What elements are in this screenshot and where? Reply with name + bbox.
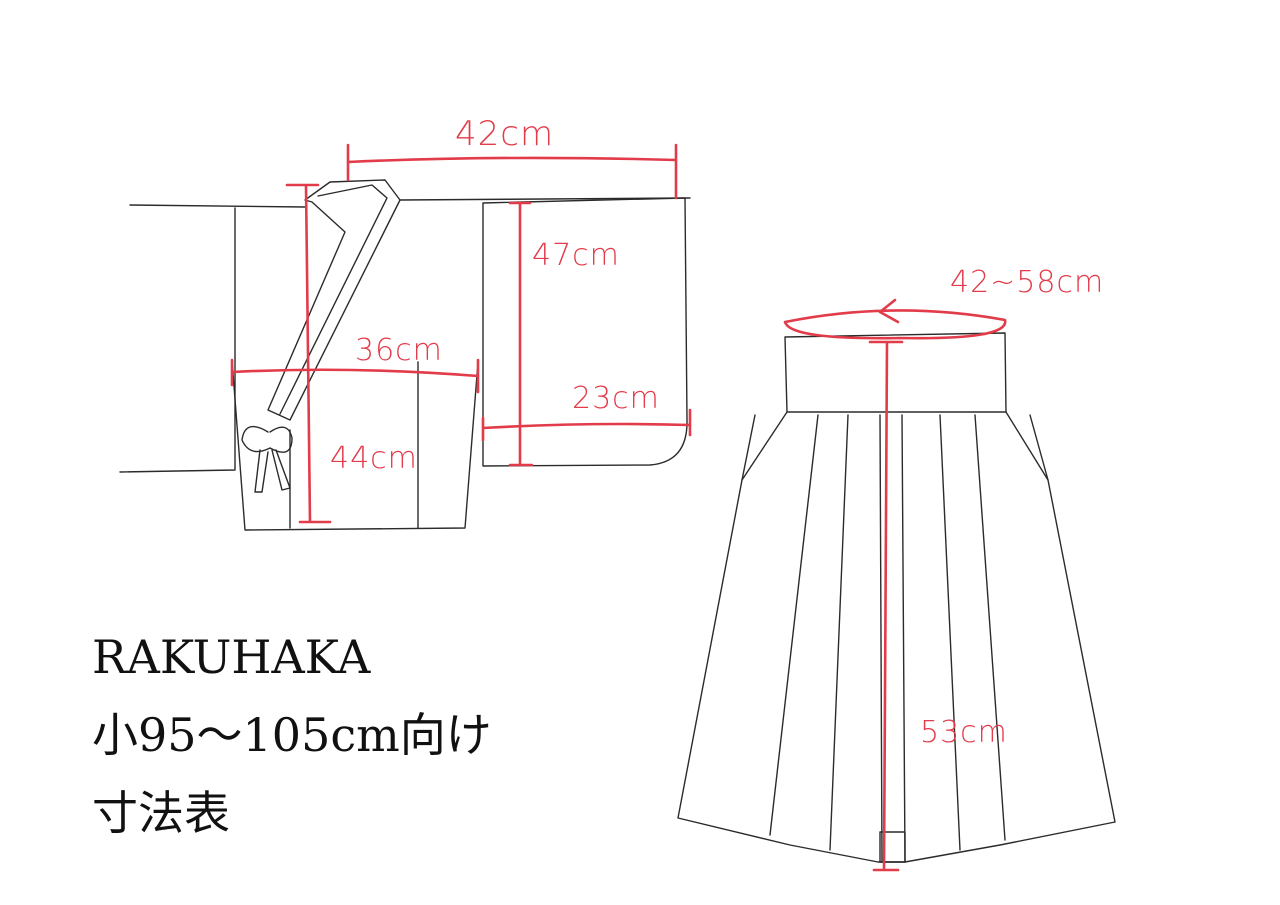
jacket-sketch <box>119 179 691 531</box>
hakama-pleat-6 <box>974 414 1006 841</box>
jacket-tie <box>241 425 293 493</box>
measure-hakama-length-line <box>868 340 904 872</box>
product-name: RAKUHAKA <box>92 630 371 684</box>
size-range: 小95〜105cm向け <box>92 708 492 762</box>
chart-caption: 寸法表 <box>92 786 230 840</box>
measure-body-width-line <box>230 358 480 394</box>
label-top-width: 42cm <box>455 114 554 154</box>
label-body-width: 36cm <box>355 333 443 368</box>
measure-cuff-width-line <box>481 408 692 442</box>
hakama-pleat-2 <box>829 414 849 851</box>
hakama-side-slit <box>741 414 1049 481</box>
label-body-length: 44cm <box>330 441 418 476</box>
jacket-collar <box>267 179 401 421</box>
hakama-pleat-3 <box>879 414 883 863</box>
measure-waist-line <box>783 298 1007 340</box>
hakama-pleat-4 <box>901 414 906 863</box>
measurement-labels: 42cm 47cm 36cm 23cm 44cm 42~58cm 53cm <box>330 114 1104 750</box>
hakama-outline <box>677 411 1116 863</box>
hakama-sketch <box>677 332 1116 863</box>
measure-body-length-line <box>285 183 332 524</box>
jacket-collar-inner <box>279 184 388 415</box>
hakama-center-panel <box>879 831 906 863</box>
jacket-back-outline <box>119 204 306 473</box>
hakama-pleat-1 <box>769 414 819 836</box>
measure-sleeve-length-line <box>508 201 534 467</box>
label-cuff-width: 23cm <box>572 381 660 416</box>
jacket-sleeve <box>482 197 688 467</box>
label-hakama-length: 53cm <box>920 715 1008 750</box>
measurement-lines <box>230 143 1007 872</box>
label-sleeve-length: 47cm <box>532 238 620 273</box>
label-waist: 42~58cm <box>950 265 1104 300</box>
hakama-waistband <box>784 332 1007 413</box>
jacket-body <box>231 359 479 531</box>
title-block: RAKUHAKA 小95〜105cm向け 寸法表 <box>92 618 492 852</box>
measure-top-width-line <box>346 143 678 200</box>
jacket-shoulder <box>399 197 691 201</box>
hakama-pleat-5 <box>939 414 961 851</box>
